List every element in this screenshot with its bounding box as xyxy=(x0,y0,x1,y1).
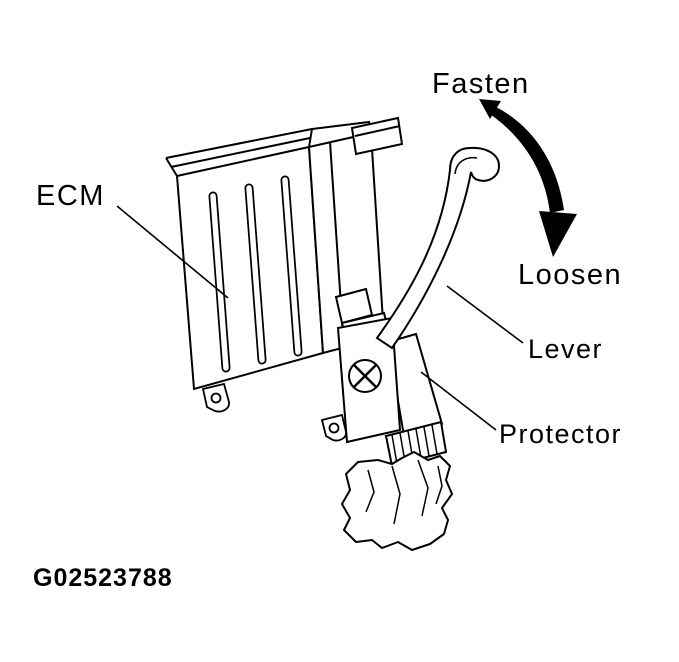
rotation-arrow-icon xyxy=(479,99,577,257)
rotation-arrow-head-loosen xyxy=(539,211,577,257)
label-protector: Protector xyxy=(499,419,623,449)
label-ecm: ECM xyxy=(36,180,105,212)
label-fasten: Fasten xyxy=(432,68,530,100)
lever-hook-detail xyxy=(454,156,478,175)
label-lever: Lever xyxy=(528,334,604,364)
protector-boot xyxy=(341,451,453,551)
box-slots xyxy=(208,175,303,373)
boot-fold-lines xyxy=(365,459,443,525)
leader-lines xyxy=(116,205,524,431)
protector-collar xyxy=(384,420,448,468)
collar-hatching xyxy=(391,424,438,465)
figure-id: G02523788 xyxy=(33,564,173,592)
ecm-box xyxy=(165,116,404,442)
box-rim-lines xyxy=(165,128,313,177)
rotation-arrow-head-fasten xyxy=(479,99,501,119)
mounting-ears xyxy=(201,382,347,442)
leader-line-ecm xyxy=(116,205,229,299)
leader-line-protector xyxy=(420,371,497,431)
leader-line-lever xyxy=(446,285,524,344)
lever-shape xyxy=(375,146,501,350)
rotation-arrow-body xyxy=(487,105,564,213)
box-top-tab-line xyxy=(354,125,401,137)
screw-bracket xyxy=(336,316,402,444)
box-top-tab xyxy=(350,116,404,156)
screw-icon xyxy=(348,359,382,393)
label-loosen: Loosen xyxy=(518,259,623,291)
